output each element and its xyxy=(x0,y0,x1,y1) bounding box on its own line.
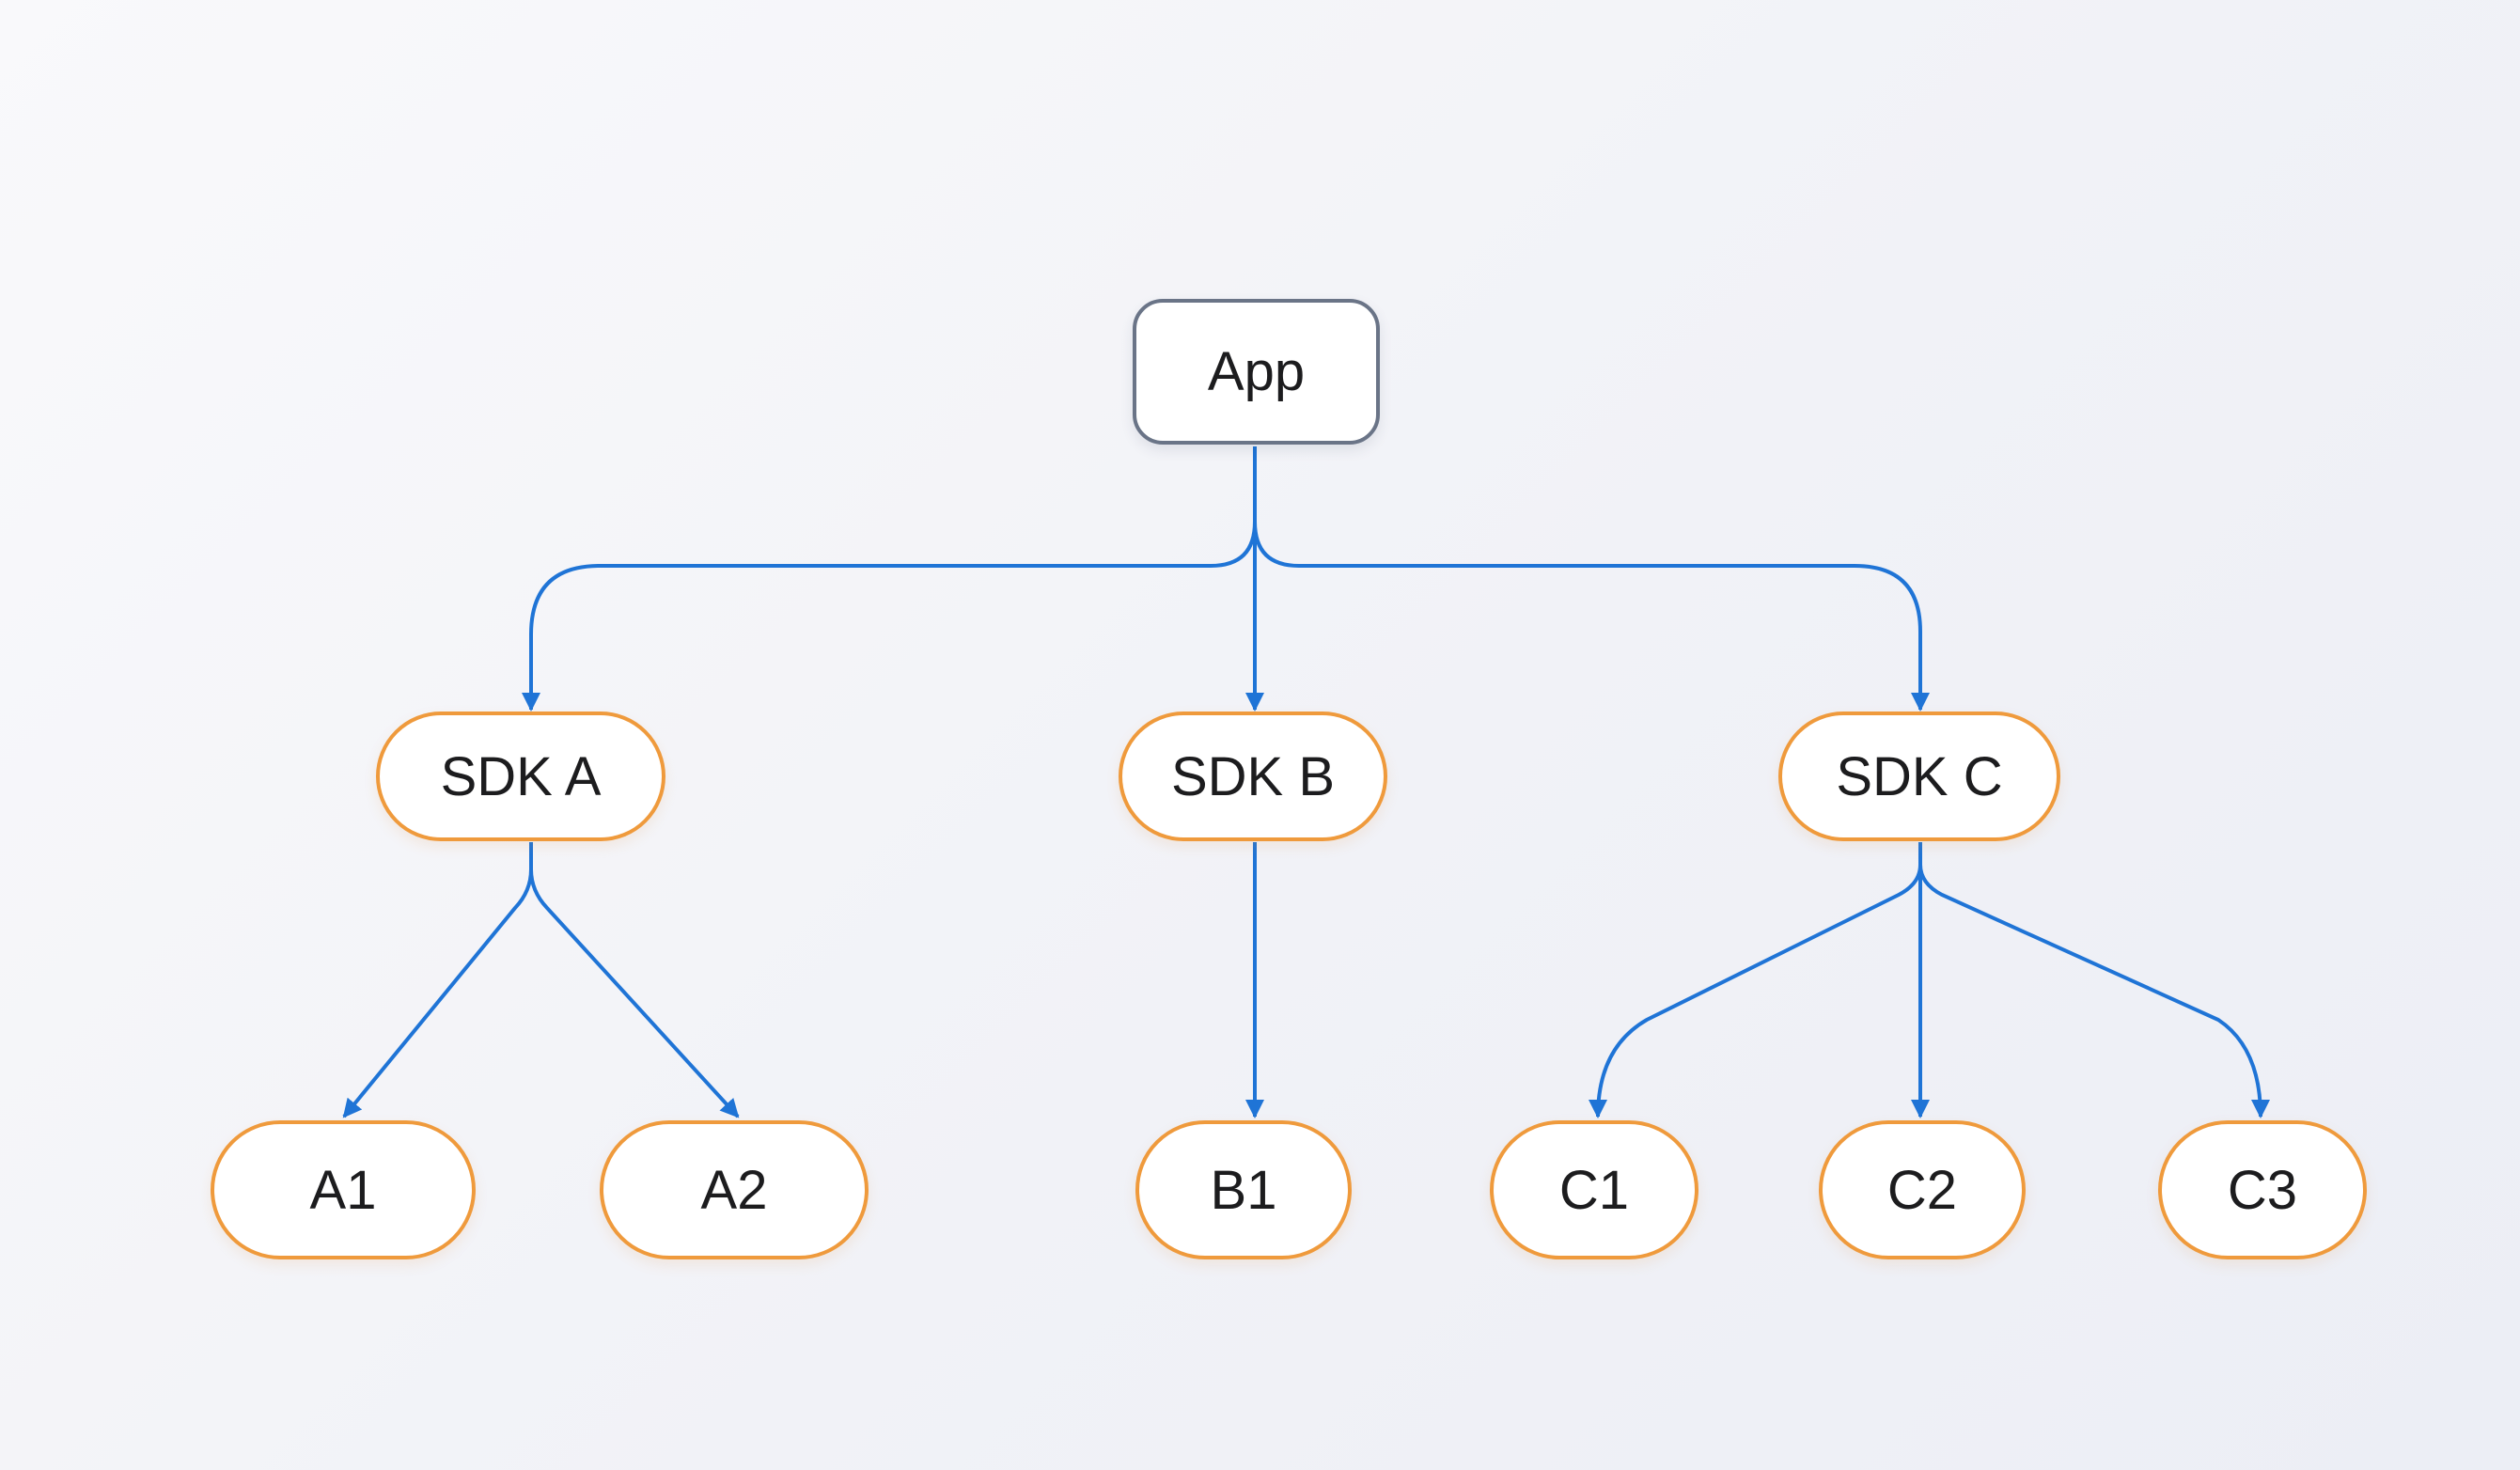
node-sdk-c-label: SDK C xyxy=(1836,745,2003,807)
edge-sdk-a-to-a1 xyxy=(342,842,533,1118)
edge-app-to-sdk-c xyxy=(1253,446,1930,712)
node-a1-label: A1 xyxy=(309,1159,377,1221)
node-app-label: App xyxy=(1207,341,1306,402)
edge-app-to-sdk-a xyxy=(522,446,1257,712)
node-b1: B1 xyxy=(1135,1120,1352,1259)
edge-sdk-c-to-c1 xyxy=(1589,842,1922,1118)
node-c1-label: C1 xyxy=(1558,1159,1630,1221)
edge-sdk-c-to-c3 xyxy=(1918,842,2270,1118)
node-sdk-a: SDK A xyxy=(376,712,665,841)
node-sdk-b-label: SDK B xyxy=(1170,745,1336,807)
node-sdk-b: SDK B xyxy=(1119,712,1387,841)
node-a2-label: A2 xyxy=(700,1159,768,1221)
node-c2-label: C2 xyxy=(1886,1159,1958,1221)
node-a1: A1 xyxy=(211,1120,476,1259)
node-c3: C3 xyxy=(2158,1120,2367,1259)
node-b1-label: B1 xyxy=(1210,1159,1277,1221)
node-app: App xyxy=(1133,299,1380,445)
node-c3-label: C3 xyxy=(2227,1159,2298,1221)
node-sdk-c: SDK C xyxy=(1778,712,2060,841)
node-a2: A2 xyxy=(600,1120,869,1259)
edge-sdk-a-to-a2 xyxy=(529,842,740,1118)
node-sdk-a-label: SDK A xyxy=(440,745,602,807)
node-c2: C2 xyxy=(1819,1120,2026,1259)
node-c1: C1 xyxy=(1490,1120,1698,1259)
